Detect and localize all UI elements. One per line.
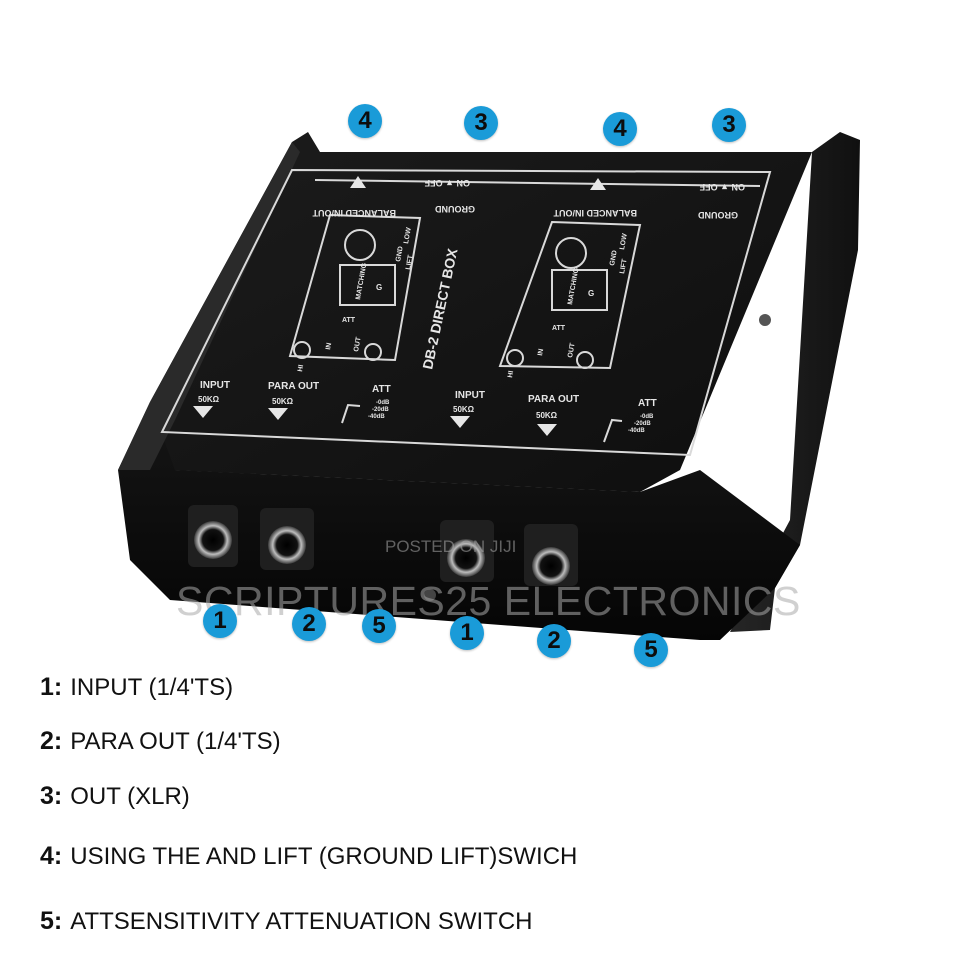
legend-text-4: USING THE AND LIFT (GROUND LIFT)SWICH (70, 843, 578, 870)
marker-top-2: 3 (464, 106, 498, 140)
legend-number-4: 4: (40, 842, 63, 870)
xlr-symbol-right (555, 237, 587, 269)
att-label-left: ATT (372, 384, 391, 395)
onoff-label-right: ON ▼ OFF (699, 182, 745, 192)
input-arrow-left (193, 406, 213, 418)
balanced-label-right: BALANCED IN/OUT (553, 208, 637, 218)
circuit-diagram-left (288, 213, 422, 362)
paraout-imp-left: 50KΩ (272, 397, 294, 406)
att-0-left: -0dB (376, 400, 390, 406)
panel-divider (314, 179, 761, 187)
input-arrow-right (450, 416, 470, 428)
legend-text-5: ATTSENSITIVITY ATTENUATION SWITCH (70, 908, 533, 935)
enclosure-top (150, 132, 812, 492)
xlr-symbol-left (344, 229, 376, 261)
gnd-label-right: GND (609, 250, 619, 267)
direct-box-photo: DB-2 DIRECT BOX BALANCED IN/OUT GROUND O… (118, 132, 860, 640)
legend-number-2: 2: (40, 727, 63, 755)
g-label-left: G (376, 283, 382, 292)
legend-number-3: 3: (40, 782, 63, 810)
input-jack-2 (447, 539, 485, 577)
marker-top-4: 3 (712, 108, 746, 142)
input-jack-1 (194, 521, 232, 559)
marker-top-1: 4 (348, 104, 382, 138)
att-small-label-left: ATT (342, 317, 356, 324)
att-20-right: -20dB (634, 421, 651, 427)
paraout-jack-1 (268, 526, 306, 564)
imp-label-right: 50KΩ (453, 405, 475, 414)
hi-label-right: HI (507, 370, 515, 378)
in-label-left: IN (325, 342, 333, 350)
legend-text-1: INPUT (1/4'TS) (70, 674, 234, 701)
jack-symbol-right-a (506, 349, 524, 367)
legend-text-2: PARA OUT (1/4'TS) (70, 728, 281, 755)
balanced-arrow-right (590, 178, 606, 190)
circuit-diagram-right (498, 220, 642, 370)
att-bracket-left (341, 403, 361, 424)
legend-text-3: OUT (XLR) (70, 783, 190, 810)
legend-item-5: 5: ATTSENSITIVITY ATTENUATION SWITCH (40, 907, 532, 936)
balanced-label-left: BALANCED IN/OUT (312, 208, 396, 218)
marker-bottom-3: 5 (362, 609, 396, 643)
lift-label-right: LIFT (619, 258, 629, 274)
input-label-left: INPUT (200, 380, 230, 391)
imp-label-left: 50KΩ (198, 395, 220, 404)
legend-number-5: 5: (40, 907, 63, 935)
jack-symbol-left-a (293, 341, 311, 359)
att-bracket-right (603, 418, 623, 443)
marker-top-3: 4 (603, 112, 637, 146)
att-40-right: -40dB (628, 428, 645, 434)
marker-bottom-4: 1 (450, 616, 484, 650)
jack-symbol-left-b (364, 343, 382, 361)
gnd-label-left: GND (395, 246, 405, 263)
balanced-arrow-left (350, 176, 366, 188)
legend-item-1: 1: INPUT (1/4'TS) (40, 673, 233, 702)
legend-item-3: 3: OUT (XLR) (40, 782, 190, 811)
paraout-jack-2 (532, 547, 570, 585)
hi-label-left: HI (297, 364, 305, 372)
enclosure-side (730, 132, 860, 632)
panel-arrows (193, 176, 606, 436)
paraout-imp-right: 50KΩ (536, 411, 558, 420)
att-40-left: -40dB (368, 414, 385, 420)
marker-bottom-2: 2 (292, 607, 326, 641)
enclosure-screw (759, 314, 771, 326)
legend-item-4: 4: USING THE AND LIFT (GROUND LIFT)SWICH (40, 842, 577, 871)
marker-bottom-5: 2 (537, 624, 571, 658)
legend-item-2: 2: PARA OUT (1/4'TS) (40, 727, 281, 756)
g-label-right: G (588, 289, 594, 298)
panel-artwork (160, 168, 772, 457)
att-small-label-right: ATT (552, 325, 566, 332)
transformer-symbol-right (551, 269, 608, 311)
lift-label-left: LIFT (405, 254, 415, 270)
transformer-symbol-left (339, 264, 396, 306)
onoff-label-left: ON ▼ OFF (424, 178, 470, 188)
att-switch-1 (424, 589, 436, 601)
out-label-left: OUT (353, 336, 363, 352)
paraout-label-left: PARA OUT (268, 381, 319, 392)
legend-number-1: 1: (40, 673, 63, 701)
ground-label-left: GROUND (435, 204, 475, 214)
paraout-label-right: PARA OUT (528, 394, 579, 405)
panel-border (160, 168, 772, 457)
input-label-right: INPUT (455, 390, 485, 401)
att-label-right: ATT (638, 398, 657, 409)
enclosure-left-flange (118, 142, 300, 470)
att-20-left: -20dB (372, 407, 389, 413)
paraout-arrow-left (268, 408, 288, 420)
jack-symbol-right-b (576, 351, 594, 369)
in-label-right: IN (537, 348, 545, 356)
paraout-arrow-right (537, 424, 557, 436)
front-jacks (188, 505, 578, 601)
low-label-right: LOW (619, 233, 629, 251)
low-label-left: LOW (403, 227, 413, 245)
marker-bottom-6: 5 (634, 633, 668, 667)
marker-bottom-1: 1 (203, 604, 237, 638)
ground-label-right: GROUND (698, 210, 738, 220)
att-0-right: -0dB (640, 414, 654, 420)
out-label-right: OUT (567, 342, 577, 358)
